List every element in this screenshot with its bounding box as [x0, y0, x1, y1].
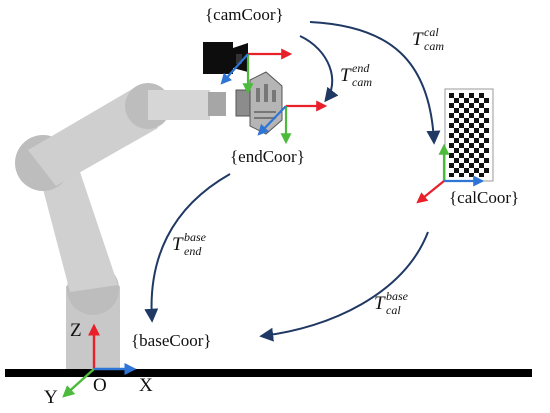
end-frame-label: {endCoor}: [230, 147, 305, 166]
svg-text:cam: cam: [352, 75, 372, 89]
svg-text:cam: cam: [424, 39, 444, 53]
calibration-board: [444, 88, 494, 182]
gripper: [235, 71, 283, 135]
end-frame-axes: [257, 100, 328, 145]
arrow-cam-to-cal: [309, 21, 441, 145]
arrow-cal-to-base: [259, 231, 429, 342]
robot-lower-link: [38, 160, 118, 292]
axis-x-label: X: [139, 375, 153, 396]
origin-label: O: [93, 375, 107, 396]
cal-frame-label: {calCoor}: [449, 188, 519, 207]
ground-line: [5, 369, 532, 377]
svg-text:T: T: [340, 65, 352, 86]
robot-upper-link: [28, 88, 158, 186]
transform-cam-cal: T cal cam: [412, 25, 444, 53]
arrow-cam-to-end: [299, 35, 339, 103]
svg-text:T: T: [374, 293, 386, 314]
transform-end-base: T base end: [172, 230, 207, 258]
robot-flange: [208, 92, 226, 116]
arrow-end-to-base: [144, 173, 231, 323]
svg-text:end: end: [184, 244, 202, 258]
axis-y-label: Y: [44, 387, 58, 408]
camera-icon: [203, 42, 248, 74]
robot-forearm: [148, 90, 210, 120]
svg-text:T: T: [172, 234, 184, 255]
svg-text:cal: cal: [386, 303, 401, 317]
cal-frame-axes: [416, 143, 485, 204]
svg-text:cal: cal: [424, 25, 439, 39]
svg-text:base: base: [184, 230, 207, 244]
robot-arm: [15, 83, 226, 370]
transform-cam-end: T end cam: [340, 61, 372, 89]
cam-frame-axes: [220, 48, 293, 95]
base-frame-axes: [62, 323, 137, 398]
svg-text:T: T: [412, 29, 424, 50]
base-frame-label: {baseCoor}: [131, 331, 212, 350]
transform-cal-base: T base cal: [374, 289, 409, 317]
svg-text:end: end: [352, 61, 370, 75]
svg-text:base: base: [386, 289, 409, 303]
cam-frame-label: {camCoor}: [205, 5, 284, 24]
axis-z-label: Z: [70, 320, 82, 341]
